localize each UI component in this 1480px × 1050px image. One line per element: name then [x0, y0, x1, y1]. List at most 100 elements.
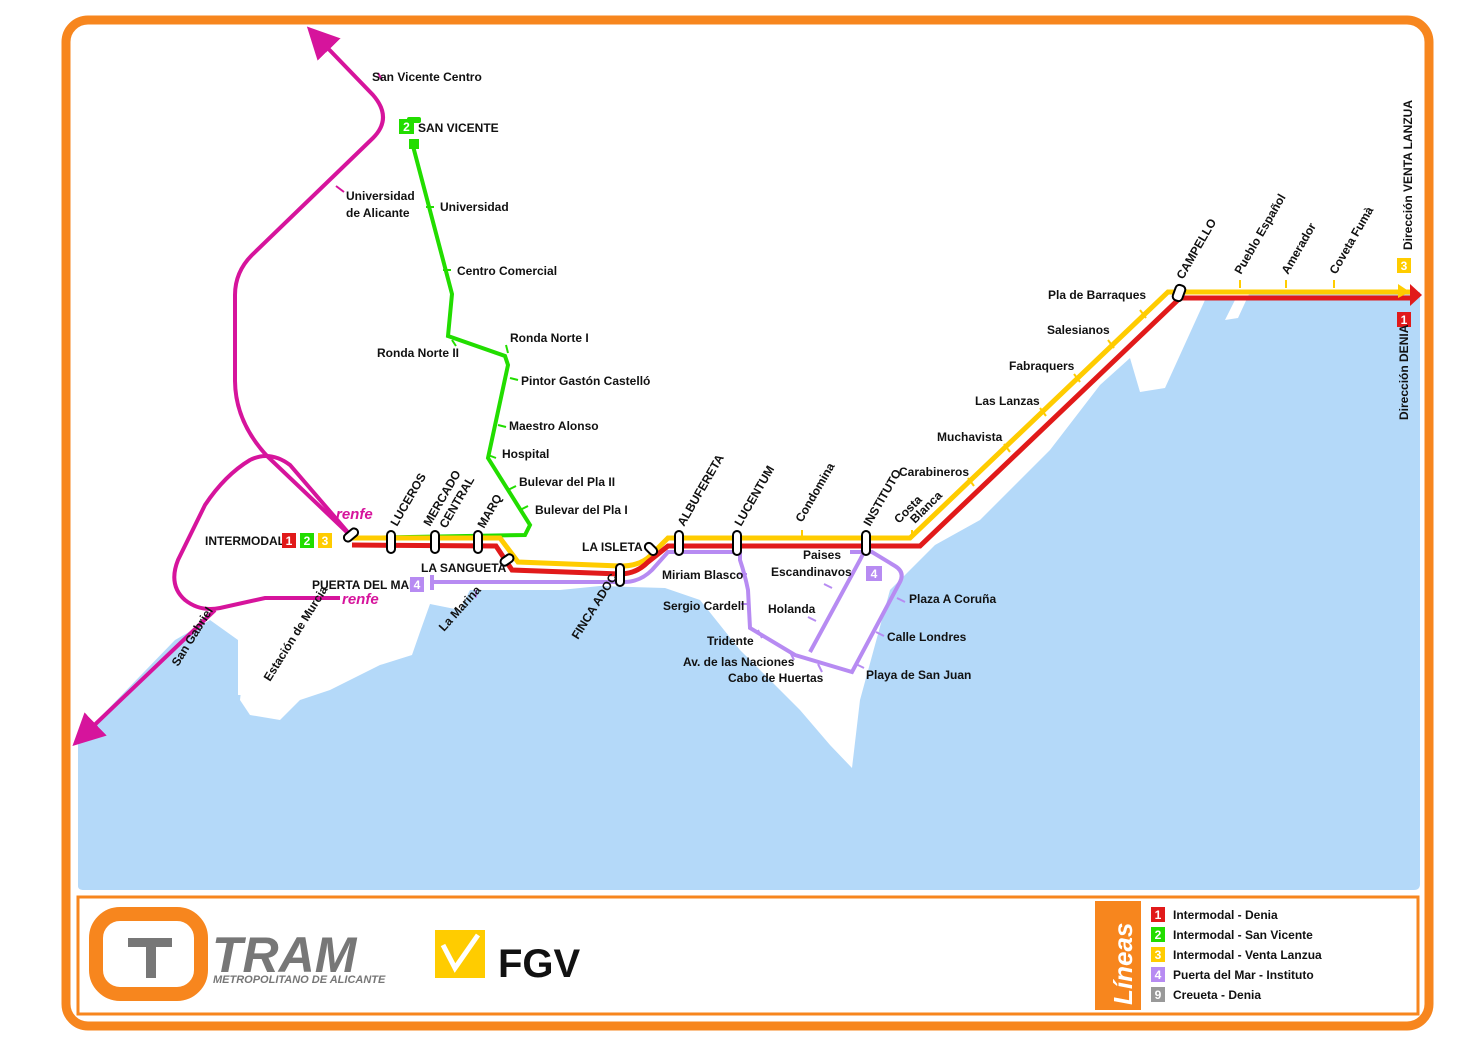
legend-label: Creueta - Denia — [1173, 988, 1261, 1002]
label-paises-1: Paises — [803, 548, 841, 562]
label-holanda: Holanda — [768, 602, 816, 616]
legend-item: 4 Puerta del Mar - Instituto — [1151, 967, 1314, 982]
label-universidad-l2: Universidad — [440, 200, 509, 214]
footer-panel — [76, 895, 1420, 1016]
interchange-stations — [342, 117, 1187, 587]
tram-title: TRAM — [212, 927, 358, 983]
fgv-text: FGV — [498, 942, 581, 986]
station-ticks — [335, 72, 1335, 673]
renfe-logo-top: renfe — [336, 506, 373, 523]
label-pla-barraques: Pla de Barraques — [1048, 288, 1146, 302]
label-fabraquers: Fabraquers — [1009, 359, 1075, 373]
label-intermodal: INTERMODAL — [205, 534, 285, 548]
tram-logo: TRAM METROPOLITANO DE ALICANTE — [89, 907, 386, 1001]
label-hospital: Hospital — [502, 447, 549, 461]
label-dir-venta-lanzua: Dirección VENTA LANZUA — [1401, 100, 1415, 250]
legend-swatch — [1151, 927, 1165, 942]
sea-area — [78, 292, 1420, 890]
badge-intermodal-3: 3 — [322, 534, 329, 548]
legend-swatch — [1151, 947, 1165, 962]
port-piers — [238, 594, 412, 695]
label-puerta-del-mar: PUERTA DEL MAR — [312, 578, 418, 592]
label-carabineros: Carabineros — [899, 465, 969, 479]
label-muchavista: Muchavista — [937, 430, 1003, 444]
label-san-vicente: SAN VICENTE — [418, 121, 499, 135]
label-sergio-cardell: Sergio Cardell — [663, 599, 744, 613]
label-av-naciones: Av. de las Naciones — [683, 655, 795, 669]
legend-label: Intermodal - Venta Lanzua — [1173, 948, 1322, 962]
legend-label: Puerta del Mar - Instituto — [1173, 968, 1314, 982]
legend-item: 2 Intermodal - San Vicente — [1151, 927, 1313, 942]
line-1 — [351, 295, 1410, 577]
label-la-isleta: LA ISLETA — [582, 540, 643, 554]
label-tridente: Tridente — [707, 634, 754, 648]
label-san-vicente-centro: San Vicente Centro — [372, 70, 482, 84]
badge-intermodal-1: 1 — [286, 534, 293, 548]
label-calle-londres: Calle Londres — [887, 630, 967, 644]
legend-number: 9 — [1155, 988, 1162, 1002]
badge-instituto-4: 4 — [871, 567, 878, 581]
label-bulevar-ii: Bulevar del Pla II — [519, 475, 615, 489]
denia-arrow — [1410, 284, 1422, 306]
label-salesianos: Salesianos — [1047, 323, 1110, 337]
label-ronda-norte-i: Ronda Norte I — [510, 331, 589, 345]
label-plaza-coruna: Plaza A Coruña — [909, 592, 996, 606]
label-dir-denia: Dirección DENIA — [1397, 324, 1411, 420]
line-3 — [352, 289, 1410, 569]
label-coveta-fuma: Coveta Fumà — [1326, 204, 1376, 277]
legend-title: Líneas — [1108, 923, 1138, 1005]
label-universidad-l1b: de Alicante — [346, 206, 410, 220]
badge-san-vicente-2: 2 — [399, 119, 414, 134]
label-universidad-l1a: Universidad — [346, 189, 415, 203]
label-lucentum: LUCENTUM — [731, 463, 777, 528]
venta-lanzua-arrow — [1398, 284, 1410, 298]
legend-swatch — [1151, 967, 1165, 982]
label-maro: MARQ — [474, 492, 504, 531]
label-miriam-blasco: Miriam Blasco — [662, 568, 743, 582]
label-las-lanzas: Las Lanzas — [975, 394, 1040, 408]
label-paises-2: Escandinavos — [771, 565, 852, 579]
label-bulevar-i: Bulevar del Pla I — [535, 503, 628, 517]
label-pintor: Pintor Gastón Castelló — [521, 374, 650, 388]
legend-label: Intermodal - San Vicente — [1173, 928, 1313, 942]
fgv-check-icon — [440, 933, 481, 973]
svg-text:2: 2 — [403, 120, 410, 134]
legend-number: 1 — [1155, 908, 1162, 922]
badge-dir-3: 3 — [1401, 259, 1408, 273]
label-maestro-alonso: Maestro Alonso — [509, 419, 599, 433]
label-amerador: Amerador — [1278, 220, 1319, 276]
legend-title-bar — [1095, 901, 1141, 1010]
badge-intermodal-2: 2 — [304, 534, 311, 548]
label-la-sangueta: LA SANGUETA — [421, 561, 507, 575]
label-campello: CAMPELLO — [1173, 216, 1219, 281]
legend-item: 9 Creueta - Denia — [1151, 987, 1261, 1002]
label-albufereta: ALBUFERETA — [674, 452, 727, 529]
label-centro-comercial: Centro Comercial — [457, 264, 557, 278]
badge-dir-1: 1 — [1401, 313, 1408, 327]
legend-number: 3 — [1155, 948, 1162, 962]
label-ronda-norte-ii: Ronda Norte II — [377, 346, 459, 360]
legend-swatch — [1151, 987, 1165, 1002]
label-cabo-huertas: Cabo de Huertas — [728, 671, 824, 685]
label-pueblo-espanol: Pueblo Español — [1231, 192, 1288, 277]
legend-item: 3 Intermodal - Venta Lanzua — [1151, 947, 1322, 962]
badge-puerta-4: 4 — [414, 578, 421, 592]
legend-item: 1 Intermodal - Denia — [1151, 907, 1278, 922]
renfe-logo-bottom: renfe — [342, 591, 379, 608]
label-condomina: Condomina — [792, 460, 837, 524]
fgv-logo: FGV — [435, 930, 581, 986]
line-4 — [430, 550, 904, 675]
pink-line — [72, 26, 385, 747]
tram-logo-mark — [89, 907, 208, 1001]
label-playa-san-juan: Playa de San Juan — [866, 668, 971, 682]
legend-label: Intermodal - Denia — [1173, 908, 1278, 922]
line-2 — [351, 145, 533, 540]
legend-number: 2 — [1155, 928, 1162, 942]
tram-logo-t-stem — [146, 938, 156, 978]
map-frame — [61, 15, 1434, 1031]
tram-subtitle: METROPOLITANO DE ALICANTE — [213, 974, 386, 986]
legend-swatch — [1151, 907, 1165, 922]
legend-number: 4 — [1155, 968, 1162, 982]
